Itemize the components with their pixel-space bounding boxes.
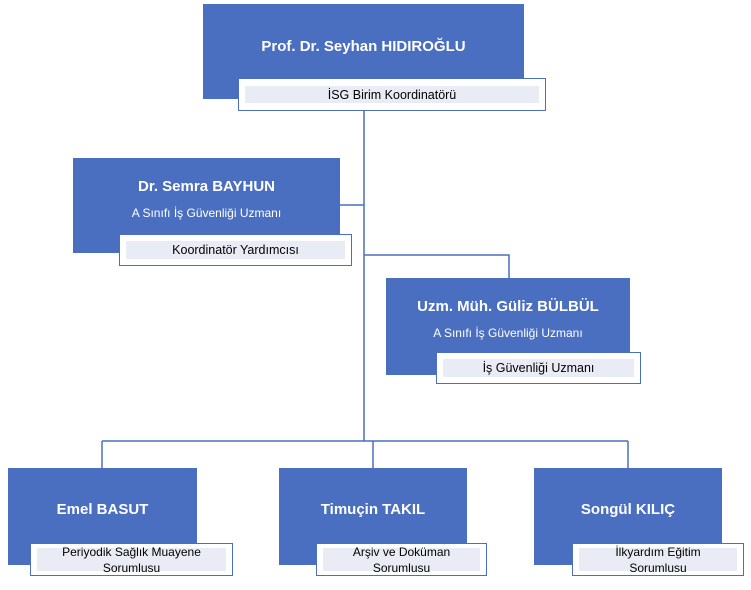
specialist-box: Uzm. Müh. Güliz BÜLBÜL A Sınıfı İş Güven… [386,278,630,375]
deputy-subtitle: A Sınıfı İş Güvenliği Uzmanı [131,206,282,220]
staff-role-label-3: İlkyardım Eğitim Sorumlusu [572,543,744,576]
staff-role-line2-1: Sorumlusu [102,560,161,575]
staff-name-2: Timuçin TAKIL [320,501,426,518]
staff-role-line2-2: Sorumlusu [372,560,431,575]
staff-role-label-2: Arşiv ve Doküman Sorumlusu [316,543,487,576]
staff-role-line2-3: Sorumlusu [629,560,687,575]
coordinator-role-text: İSG Birim Koordinatörü [327,87,457,102]
deputy-name: Dr. Semra BAYHUN [138,178,275,195]
specialist-role-text: İş Güvenliği Uzmanı [482,361,595,375]
specialist-subtitle: A Sınıfı İş Güvenliği Uzmanı [433,326,583,340]
specialist-name: Uzm. Müh. Güliz BÜLBÜL [417,298,599,315]
staff-name-3: Songül KILIÇ [580,501,676,518]
staff-name-1: Emel BASUT [56,501,149,518]
staff-role-line1-2: Arşiv ve Doküman [352,544,451,559]
branch-to-specialist [364,254,510,278]
staff-role-line1-3: İlkyardım Eğitim [615,544,701,559]
coordinator-name: Prof. Dr. Seyhan HIDIROĞLU [261,38,466,55]
deputy-role-label: Koordinatör Yardımcısı [119,234,352,266]
specialist-role-label: İş Güvenliği Uzmanı [436,352,641,384]
deputy-role-text: Koordinatör Yardımcısı [172,243,299,257]
staff-role-line1-1: Periyodik Sağlık Muayene [62,544,201,559]
staff-role-label-1: Periyodik Sağlık Muayene Sorumlusu [30,543,233,576]
coordinator-role-label: İSG Birim Koordinatörü [238,78,546,111]
